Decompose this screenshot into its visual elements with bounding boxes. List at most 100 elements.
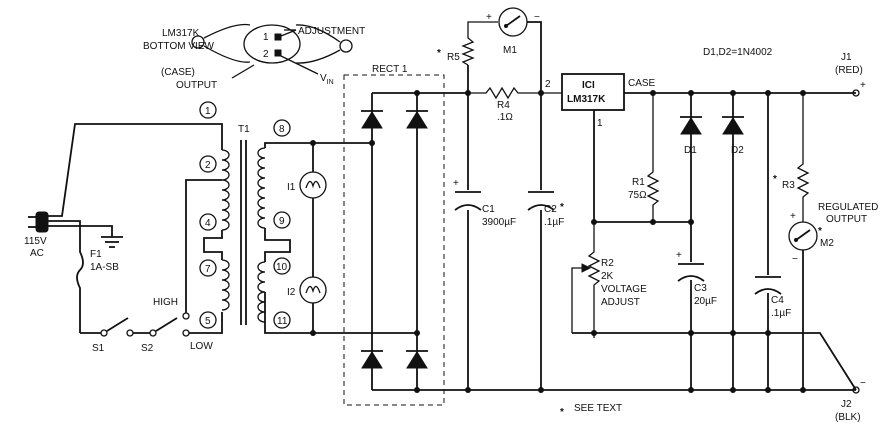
resistor-r5-icon	[461, 21, 498, 66]
j2-terminal	[852, 386, 860, 394]
c3-val: 20µF	[694, 296, 717, 307]
c2-ref: C2	[544, 204, 557, 215]
r2-desc1: VOLTAGE	[601, 284, 647, 295]
c3-plus: +	[676, 250, 682, 261]
pinout-vin: VIN	[320, 73, 334, 86]
m2-ref: M2	[820, 238, 834, 249]
j1-plus: +	[860, 80, 866, 91]
r2-val: 2K	[601, 271, 614, 282]
r3-star: *	[773, 174, 777, 185]
j2-minus: −	[860, 378, 866, 389]
bridge-rectifier: RECT 1	[343, 64, 856, 406]
diode-d1-icon	[680, 117, 702, 135]
regulated-label: REGULATED	[818, 202, 878, 213]
d1-ref: D1	[684, 145, 697, 156]
filter-and-current-sense: + C1 3900µF * R5 + − M1 R4 .1Ω 2 C2 *	[437, 7, 564, 393]
ac-input-section: 115V AC F1 1A-SB S1 S2 HIGH LOW	[24, 123, 223, 354]
diode-d2-icon	[722, 117, 744, 135]
primary-lower-coil	[221, 259, 230, 311]
c4-column: C4 .1µF	[754, 93, 791, 393]
switch-s1-icon	[106, 317, 129, 332]
switch-s2: S2	[141, 343, 154, 354]
reg-line1: ICI	[582, 80, 595, 91]
regulator-lm317k: ICI LM317K 1 CASE	[561, 73, 856, 225]
meter-m2-icon	[788, 221, 818, 251]
secondary-wiring: I1 I2	[264, 140, 417, 336]
r2-desc2: ADJUST	[601, 297, 640, 308]
c2-val: .1µF	[544, 217, 564, 228]
j2-ref: J2	[841, 399, 852, 410]
c4-ref: C4	[771, 295, 784, 306]
transformer-ref: T1	[238, 124, 250, 135]
r5-ref: R5	[447, 52, 460, 63]
pinout-pin1: 1	[263, 32, 269, 43]
c1-ref: C1	[482, 204, 495, 215]
output-label: OUTPUT	[826, 214, 867, 225]
primary-pin-2: 2	[205, 160, 211, 171]
m1-plus: +	[486, 12, 492, 23]
ac-plug-icon	[35, 211, 49, 233]
resistor-r2-icon	[587, 222, 601, 338]
r2-ref: R2	[601, 258, 614, 269]
rectifier-box	[343, 74, 445, 406]
c3-ref: C3	[694, 283, 707, 294]
switch-s1: S1	[92, 343, 105, 354]
r1-ref: R1	[632, 177, 645, 188]
pinout-device: LM317K	[162, 28, 200, 39]
m2-plus: +	[790, 211, 796, 222]
r3-m2-column: * R3 + − * M2	[773, 93, 834, 393]
primary-pin-4: 4	[205, 218, 211, 229]
rect-diode-upper-left-icon	[361, 111, 383, 129]
capacitor-c2-icon	[527, 191, 555, 211]
r4-ref: R4	[497, 100, 510, 111]
reg-pin-in: 2	[545, 79, 551, 90]
d1-c3-column: D1 + C3 20µF	[676, 93, 717, 393]
pinout-adjustment: ADJUSTMENT	[298, 26, 365, 37]
secondary-pin-11: 11	[277, 316, 288, 327]
j1-ref: J1	[841, 52, 852, 63]
j2-color: (BLK)	[835, 412, 861, 423]
resistor-r1-icon	[646, 93, 660, 222]
secondary-pin-10: 10	[276, 262, 288, 273]
resistor-r3-icon	[796, 93, 810, 222]
output-terminals: J1 (RED) + − J2 (BLK) REGULATED OUTPUT	[818, 52, 878, 423]
primary-pin-7: 7	[205, 264, 211, 275]
r2-wiper-arrow	[571, 267, 584, 333]
pinout-case: (CASE)	[161, 67, 195, 78]
fuse-rating: 1A-SB	[90, 262, 119, 273]
j1-terminal	[852, 89, 860, 97]
secondary-pin-8: 8	[279, 124, 285, 135]
resistor-r2: R2 2K VOLTAGE ADJUST	[571, 222, 857, 391]
resistor-r4-icon	[468, 86, 562, 100]
secondary-lower-coil	[257, 261, 266, 323]
j1-color: (RED)	[835, 65, 863, 76]
switch-s2-icon	[155, 317, 178, 332]
rect-diode-lower-left-icon	[361, 351, 383, 369]
fuse-icon	[76, 238, 84, 333]
pinout-view: BOTTOM VIEW	[143, 41, 214, 52]
m1-ref: M1	[503, 45, 517, 56]
lamp-i2-ref: I2	[287, 287, 296, 298]
secondary-pin-9: 9	[279, 216, 285, 227]
ac-type: AC	[30, 248, 44, 259]
reg-line2: LM317K	[567, 94, 606, 105]
ground-icon	[101, 236, 123, 248]
pinout-pin2: 2	[263, 49, 269, 60]
d2-ref: D2	[731, 145, 744, 156]
r4-val: .1Ω	[497, 112, 513, 123]
r5-star: *	[437, 48, 441, 59]
primary-pin-1: 1	[205, 106, 211, 117]
footnote-text: SEE TEXT	[574, 403, 622, 414]
c1-val: 3900µF	[482, 217, 516, 228]
capacitor-c1-icon	[454, 191, 482, 211]
m2-star: *	[818, 226, 822, 237]
meter-m1-icon	[498, 7, 528, 37]
reg-pin-adj: 1	[597, 118, 603, 129]
r3-ref: R3	[782, 180, 795, 191]
diode-note: D1,D2=1N4002	[703, 47, 773, 58]
r1-val: 75Ω	[628, 190, 647, 201]
capacitor-c4-icon	[754, 276, 782, 295]
fuse-ref: F1	[90, 249, 102, 260]
transformer-t1: T1 1 2 4 7 5 8 9 10 11	[199, 101, 291, 329]
